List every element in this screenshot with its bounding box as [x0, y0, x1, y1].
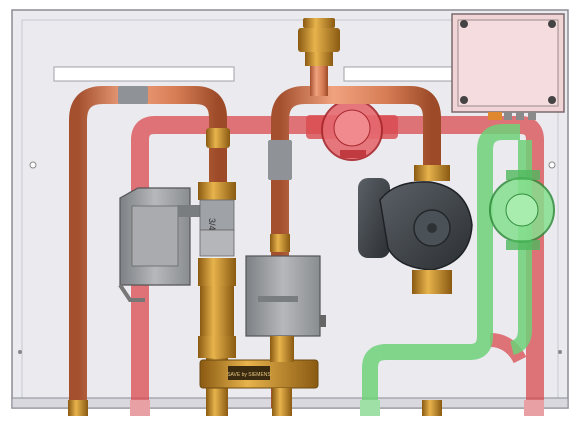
- red-pump: [306, 99, 398, 161]
- valve-size-label: 3/4: [207, 218, 217, 231]
- circulation-pump: [358, 165, 473, 294]
- screw-icon: [460, 96, 468, 104]
- red-return-pipe: [131, 116, 544, 408]
- air-vent-valve: [298, 18, 340, 96]
- copper-pipe-center: [268, 86, 441, 408]
- mixing-valve-actuator: [118, 187, 200, 302]
- green-flow-pipe: [362, 124, 532, 408]
- panel-slot-right: [343, 66, 455, 82]
- mounting-hole-right: [548, 161, 556, 169]
- green-pump: [489, 170, 555, 250]
- copper-pipe-left-loop: [69, 86, 227, 408]
- electrical-junction-box: [451, 13, 565, 120]
- screw-icon: [548, 96, 556, 104]
- screw-icon: [460, 20, 468, 28]
- screw-icon: [548, 20, 556, 28]
- panel-slot-left: [53, 66, 235, 82]
- zone-valve-actuator: [245, 255, 326, 337]
- manifold-brand-label: SAVE by SIEMENS: [227, 372, 271, 378]
- mounting-hole-left: [29, 161, 37, 169]
- bottom-fittings: [68, 400, 544, 416]
